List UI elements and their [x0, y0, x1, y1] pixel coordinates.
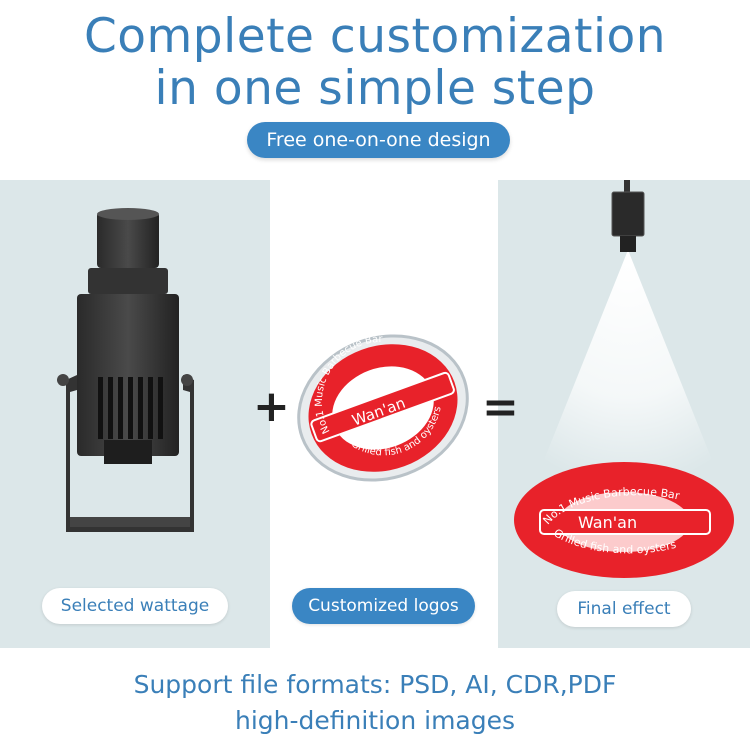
- label-customized-logos: Customized logos: [292, 588, 475, 624]
- hd-images-text: high-definition images: [234, 706, 516, 735]
- headline-line-1: Complete customization: [83, 9, 667, 64]
- gobo-logo-image: Wan'an No.1 Music Barbecue Bar Grilled f…: [295, 330, 469, 482]
- panel-customized-logos: Wan'an No.1 Music Barbecue Bar Grilled f…: [270, 180, 498, 648]
- file-formats-text: Support file formats: PSD, AI, CDR,PDF: [133, 670, 617, 699]
- headline-line-2: in one simple step: [154, 61, 596, 116]
- plus-sign: +: [253, 381, 290, 432]
- panel-selected-wattage: [0, 180, 270, 648]
- label-selected-wattage: Selected wattage: [42, 588, 228, 624]
- free-design-badge: Free one-on-one design: [247, 122, 510, 158]
- equals-sign: =: [482, 382, 519, 433]
- panel-final-effect: Wan'an No.1 Music Barbecue Bar Grilled f…: [498, 180, 750, 648]
- projected-center-text: Wan'an: [578, 513, 637, 532]
- final-projection-image: Wan'an No.1 Music Barbecue Bar Grilled f…: [514, 180, 734, 578]
- projector-image: [57, 208, 194, 532]
- label-final-effect: Final effect: [557, 591, 691, 627]
